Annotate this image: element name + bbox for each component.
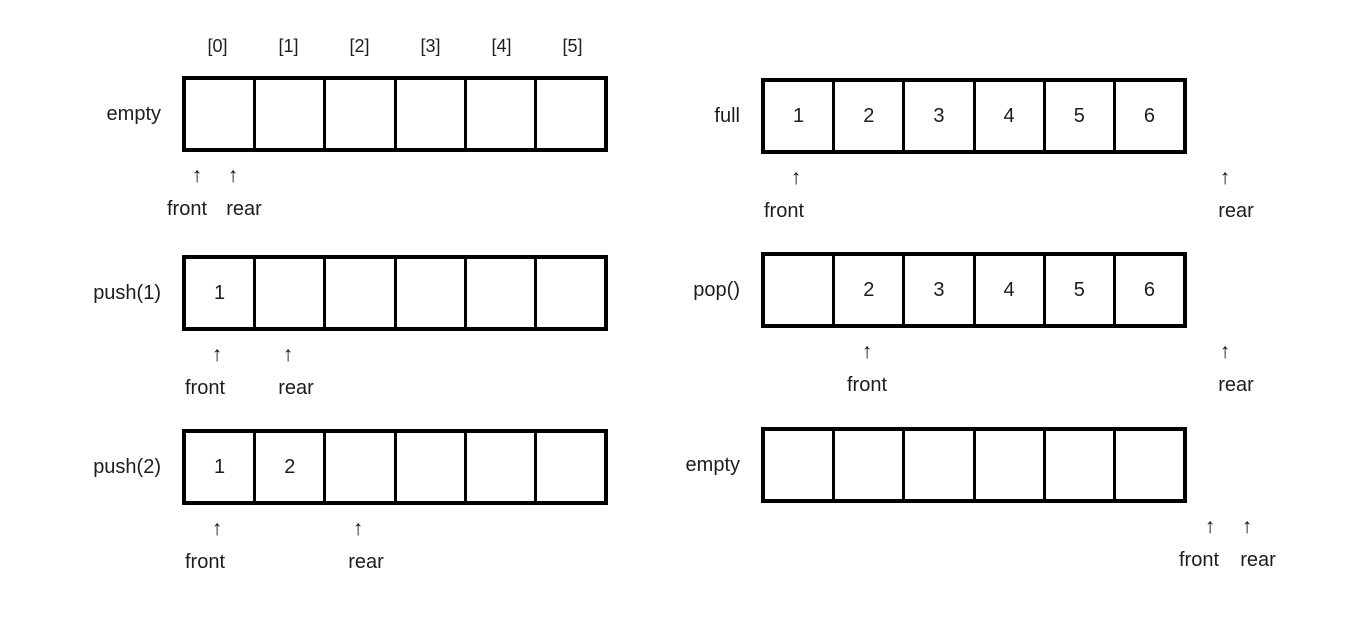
diagram-label-empty-start: empty: [106, 103, 161, 125]
array-cell-full-4: 5: [1046, 82, 1116, 150]
array-cell-empty-start-2: [326, 80, 397, 148]
index-label-3: [3]: [420, 36, 441, 56]
array-cell-pop-0: [765, 256, 836, 324]
pointer-label-empty-start-rear: rear: [226, 198, 262, 220]
pointer-label-push-1-rear: rear: [278, 377, 314, 399]
array-cell-push-1-0: 1: [186, 259, 257, 327]
array-cell-push-2-3: [397, 433, 467, 501]
up-arrow-icon-empty-start-front: ↑: [191, 164, 203, 187]
array-cell-push-1-3: [397, 259, 467, 327]
up-arrow-icon-push-1-rear: ↑: [282, 343, 294, 366]
index-label-0: [0]: [207, 36, 228, 56]
index-label-4: [4]: [491, 36, 512, 56]
array-cell-pop-5: 6: [1143, 278, 1155, 301]
array-cell-full-1: 2: [835, 82, 906, 150]
index-label-5: [5]: [562, 36, 583, 56]
array-cell-push-2-0: 1: [186, 433, 257, 501]
array-cell-full-5: 6: [1143, 104, 1155, 127]
diagram-label-full: full: [714, 105, 740, 127]
index-label-1: [1]: [278, 36, 299, 56]
array-cell-empty-end-2: [905, 431, 976, 499]
array-cell-pop-4: 5: [1046, 256, 1116, 324]
array-cell-empty-start-0: [186, 80, 257, 148]
array-cell-empty-end-0: [765, 431, 836, 499]
pointer-label-push-1-front: front: [184, 377, 226, 399]
up-arrow-icon-empty-end-front: ↑: [1204, 515, 1216, 538]
array-cell-push-2-1: 2: [256, 433, 327, 501]
diagram-label-pop: pop(): [693, 279, 740, 301]
array-cell-empty-end-3: [976, 431, 1046, 499]
diagram-label-push-1: push(1): [93, 282, 161, 304]
array-cell-empty-end-5: [1116, 431, 1183, 499]
array-cell-push-2-4: [467, 433, 537, 501]
array-cell-empty-start-4: [467, 80, 537, 148]
array-box-empty-end: [761, 427, 1187, 503]
up-arrow-icon-empty-start-rear: ↑: [227, 164, 239, 187]
pointer-label-full-front: front: [763, 200, 805, 222]
pointer-label-empty-start-front: front: [166, 198, 208, 220]
array-cell-pop-2: 3: [905, 256, 976, 324]
array-cell-empty-end-4: [1046, 431, 1116, 499]
array-cell-empty-start-3: [397, 80, 467, 148]
diagram-label-push-2: push(2): [93, 456, 161, 478]
array-box-push-1: 1: [182, 255, 608, 331]
array-cell-push-2-2: [326, 433, 397, 501]
up-arrow-icon-full-rear: ↑: [1219, 166, 1231, 189]
pointer-label-push-2-rear: rear: [348, 551, 384, 573]
index-label-2: [2]: [349, 36, 370, 56]
up-arrow-icon-full-front: ↑: [790, 166, 802, 189]
pointer-label-pop-front: front: [846, 374, 888, 396]
up-arrow-icon-push-2-rear: ↑: [352, 517, 364, 540]
array-cell-full-2: 3: [905, 82, 976, 150]
pointer-label-push-2-front: front: [184, 551, 226, 573]
array-cell-pop-3: 4: [976, 256, 1046, 324]
array-cell-push-1-4: [467, 259, 537, 327]
array-cell-push-1-2: [326, 259, 397, 327]
pointer-label-empty-end-rear: rear: [1240, 549, 1276, 571]
up-arrow-icon-pop-front: ↑: [861, 340, 873, 363]
up-arrow-icon-push-2-front: ↑: [211, 517, 223, 540]
array-cell-full-3: 4: [976, 82, 1046, 150]
up-arrow-icon-push-1-front: ↑: [211, 343, 223, 366]
array-cell-empty-end-1: [835, 431, 906, 499]
up-arrow-icon-pop-rear: ↑: [1219, 340, 1231, 363]
pointer-label-full-rear: rear: [1218, 200, 1254, 222]
array-box-empty-start: [182, 76, 608, 152]
array-cell-empty-start-1: [256, 80, 327, 148]
array-cell-full-0: 1: [765, 82, 836, 150]
array-cell-pop-1: 2: [835, 256, 906, 324]
pointer-label-empty-end-front: front: [1178, 549, 1220, 571]
pointer-label-pop-rear: rear: [1218, 374, 1254, 396]
array-cell-push-1-1: [256, 259, 327, 327]
up-arrow-icon-empty-end-rear: ↑: [1241, 515, 1253, 538]
diagram-label-empty-end: empty: [685, 454, 740, 476]
